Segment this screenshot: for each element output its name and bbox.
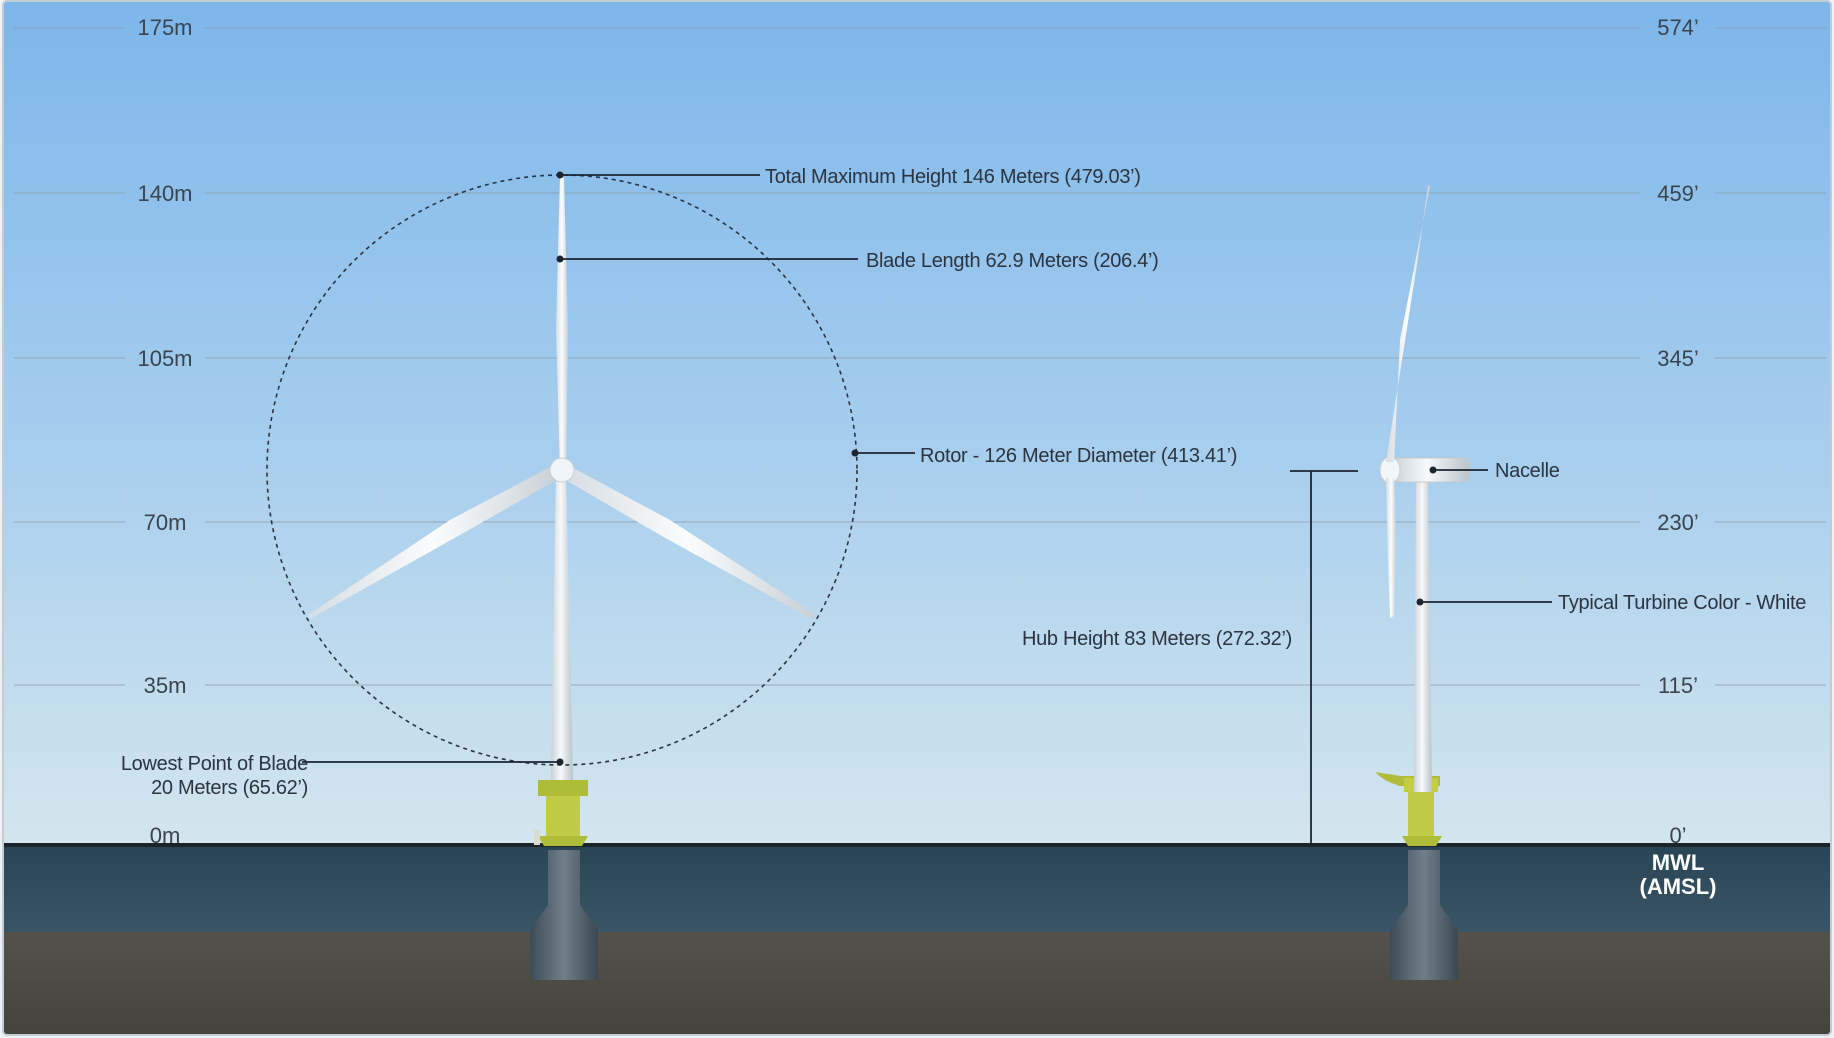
meter-scale: 175m 140m 105m 70m 35m 0m	[137, 15, 192, 848]
left-blade-up	[556, 175, 568, 470]
feet-tick-230: 230’	[1657, 510, 1699, 535]
right-monopile	[1390, 850, 1458, 980]
meter-tick-175: 175m	[137, 15, 192, 40]
seabed	[4, 932, 1830, 1034]
sky	[4, 2, 1830, 847]
lowest-point-label: Lowest Point of Blade	[121, 753, 308, 775]
callout-lines	[302, 174, 1552, 845]
feet-tick-574: 574’	[1657, 15, 1699, 40]
total-height-label: Total Maximum Height 146 Meters (479.03’…	[765, 166, 1141, 188]
turbine-color-label: Typical Turbine Color - White	[1558, 592, 1806, 614]
water	[4, 847, 1830, 932]
feet-tick-115: 115’	[1658, 673, 1698, 698]
left-blade-left	[308, 464, 560, 619]
feet-tick-345: 345’	[1657, 346, 1699, 371]
right-blade-up	[1386, 185, 1430, 462]
nacelle-label: Nacelle	[1495, 460, 1560, 482]
left-blade-right	[562, 464, 815, 619]
blade-length-label: Blade Length 62.9 Meters (206.4’)	[866, 250, 1159, 272]
mwl-label: MWL	[1652, 850, 1705, 875]
right-transition-piece	[1408, 792, 1434, 836]
meter-tick-35: 35m	[144, 673, 187, 698]
feet-scale: 574’ 459’ 345’ 230’ 115’ 0’ MWL (AMSL)	[1640, 15, 1717, 899]
right-blade-down	[1386, 478, 1396, 618]
amsl-label: (AMSL)	[1640, 874, 1717, 899]
right-tower	[1414, 478, 1432, 792]
meter-tick-105: 105m	[137, 346, 192, 371]
meter-tick-0: 0m	[150, 823, 181, 848]
left-tower	[551, 472, 573, 780]
left-platform	[538, 780, 588, 796]
lowest-point-value: 20 Meters (65.62’)	[151, 777, 308, 799]
feet-tick-459: 459’	[1657, 181, 1699, 206]
rotor-diameter-label: Rotor - 126 Meter Diameter (413.41’)	[920, 445, 1237, 467]
meter-tick-140: 140m	[137, 181, 192, 206]
meter-tick-70: 70m	[144, 510, 187, 535]
hub-height-label: Hub Height 83 Meters (272.32’)	[1022, 628, 1292, 650]
left-hub	[549, 457, 575, 483]
callout-dots	[556, 171, 1437, 766]
feet-tick-0: 0’	[1669, 823, 1686, 848]
left-monopile	[530, 850, 598, 980]
rotor-circle	[266, 174, 858, 766]
front-view-turbine	[266, 174, 858, 980]
left-transition-piece	[546, 796, 580, 836]
